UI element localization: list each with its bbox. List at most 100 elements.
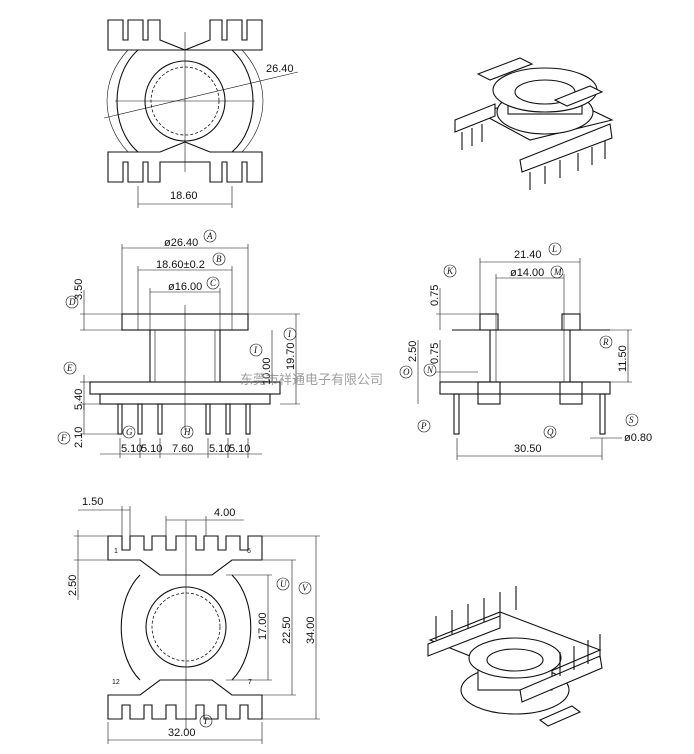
tag-q-circle — [543, 425, 557, 439]
tag-f: F — [60, 433, 67, 443]
dim-e-label: 5.40 — [73, 389, 85, 410]
pitch-label: 7.60 — [172, 443, 193, 455]
dim-o-label: 2.50 — [407, 341, 419, 362]
tag-t-circle — [199, 714, 213, 728]
dim-n-label: 0.75 — [429, 343, 441, 364]
top-body-outline — [116, 49, 254, 153]
dim-a-label: ø26.40 — [164, 237, 198, 249]
tag-l-circle — [548, 242, 562, 256]
tag-i-circle — [283, 327, 297, 341]
tag-s-circle — [625, 413, 639, 427]
tag-v-circle — [298, 581, 312, 595]
tag-n-circle — [423, 363, 437, 377]
bottom-core-hidden — [151, 592, 221, 662]
pin-number: 6 — [247, 548, 251, 555]
front-base-bottom — [99, 393, 271, 405]
iso-view-upper — [454, 57, 614, 190]
tag-b-circle — [212, 252, 226, 266]
dim-d-label: 3.50 — [73, 279, 85, 300]
tag-c-circle — [206, 276, 220, 290]
tag-a-circle — [203, 229, 217, 243]
top-width-label: 18.60 — [170, 190, 198, 202]
front-view: ø26.40 A 18.60±0.2 B ø16.00 C 3.50 D 5.4… — [57, 229, 300, 458]
front-pins — [117, 403, 251, 435]
iso-upper-ear-r — [553, 85, 604, 107]
dim-q-label: 30.50 — [514, 443, 542, 455]
tag-u: U — [280, 579, 287, 589]
tag-t: T — [203, 716, 209, 726]
tag-s: S — [629, 415, 634, 425]
iso-lower-comb-l — [427, 615, 501, 657]
tag-h-circle — [180, 425, 194, 439]
company-watermark: 东莞市祥通电子有限公司 — [240, 372, 383, 388]
tag-l: L — [551, 244, 557, 254]
iso-lower-ear — [538, 705, 582, 727]
pitch-label: 5.10 — [141, 443, 162, 455]
side-pin-l — [453, 393, 460, 435]
dim-f-label: 2.10 — [73, 427, 85, 448]
dim-k-label: 0.75 — [429, 285, 441, 306]
tag-a: A — [206, 231, 213, 241]
iso-lower-hole — [486, 648, 544, 672]
tag-m: M — [553, 267, 562, 277]
iso-view-lower — [427, 586, 603, 727]
tag-u-circle — [276, 577, 290, 591]
bottom-top-rail — [107, 535, 263, 576]
dim-400-label: 4.00 — [214, 507, 235, 519]
tag-p-circle — [417, 419, 431, 433]
tag-k: K — [446, 266, 454, 276]
pin-number: 12 — [112, 679, 120, 686]
tag-r: R — [602, 337, 609, 347]
top-comb-lower — [107, 141, 263, 183]
top-flange-outline — [106, 49, 264, 153]
iso-lower-comb-r — [519, 655, 603, 703]
side-view: 21.40 L ø14.00 M 0.75 K 0.75 N 2.50 O 11… — [399, 242, 652, 460]
dim-t-label: 32.00 — [168, 727, 196, 739]
tag-e-circle — [63, 361, 77, 375]
tag-n: N — [426, 365, 434, 375]
tag-v: V — [302, 583, 309, 593]
tag-f-circle — [57, 431, 71, 445]
iso-upper-comb-l — [454, 103, 496, 133]
dim-b-label: 18.60±0.2 — [156, 259, 205, 271]
side-base — [439, 381, 611, 395]
dim-l-label: 21.40 — [514, 249, 542, 261]
tag-m-circle — [550, 265, 564, 279]
tag-o: O — [403, 367, 410, 377]
tag-r-circle — [599, 335, 613, 349]
pin-number: 7 — [248, 679, 252, 686]
dim-c-label: ø16.00 — [168, 281, 202, 293]
iso-upper-ear-l — [476, 57, 534, 81]
bottom-view: 1 6 12 7 1.50 4.00 2.50 17.00 U 22.50 34… — [67, 496, 320, 744]
pin-number: 1 — [114, 548, 118, 555]
tag-d-circle — [65, 295, 79, 309]
tag-o-circle — [399, 365, 413, 379]
dim-s-label: ø0.80 — [624, 432, 652, 444]
top-view: 26.40 18.60 — [103, 19, 299, 208]
dim-u-label: 17.00 — [257, 612, 269, 640]
dim-inner-label: 10.00 — [261, 357, 273, 385]
tag-j: I — [253, 345, 258, 355]
top-dia-leader — [103, 71, 299, 119]
tag-k-circle — [443, 264, 457, 278]
dim-v-label: 34.00 — [305, 616, 317, 644]
dim-mid-label: 22.50 — [281, 616, 293, 644]
pitch-label: 5.10 — [121, 443, 142, 455]
dim-r-label: 11.50 — [617, 345, 629, 372]
tag-g-circle — [122, 425, 136, 439]
dim-150-label: 1.50 — [82, 496, 103, 508]
tag-q: Q — [547, 427, 554, 437]
top-comb-upper — [107, 19, 263, 51]
pitch-label: 5.10 — [229, 443, 250, 455]
tag-c: C — [210, 278, 217, 288]
tag-g: G — [126, 427, 133, 437]
tag-e: E — [66, 363, 73, 373]
dim-250-label: 2.50 — [67, 575, 79, 596]
tag-j-circle — [249, 343, 263, 357]
tag-b: B — [216, 254, 222, 264]
side-top-post-r — [561, 313, 581, 331]
tag-i: I — [287, 329, 292, 339]
bottom-body — [120, 574, 252, 681]
dim-m-label: ø14.00 — [510, 267, 544, 279]
